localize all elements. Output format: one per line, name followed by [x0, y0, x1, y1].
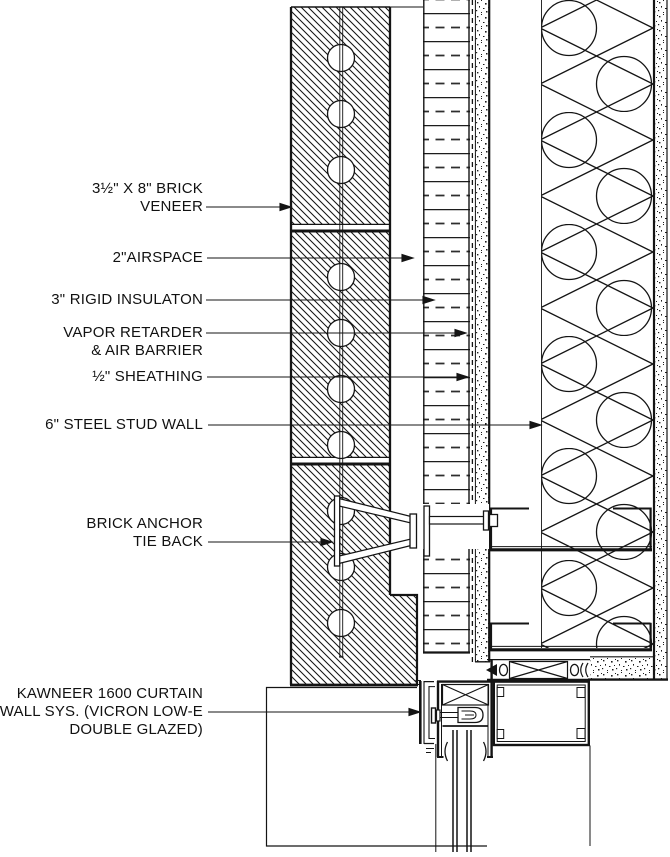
callout-line: 3" RIGID INSULATON: [51, 291, 203, 308]
callout-line: ½" SHEATHING: [92, 368, 203, 385]
curtain-wall-head: [415, 660, 590, 762]
callout-airspace: 2"AIRSPACE: [113, 249, 203, 267]
brick-anchor-tie-back: [333, 495, 499, 567]
leader-brick-anchor: [208, 537, 334, 547]
head-receptor-box: [492, 680, 590, 747]
batt-insulation: [541, 0, 653, 648]
callout-line: WALL SYS. (VICRON LOW-E: [0, 703, 203, 720]
anchor-bolt: [430, 706, 484, 724]
leader-steel-stud-wall: [208, 420, 543, 430]
callout-brick-anchor: BRICK ANCHOR TIE BACK: [86, 515, 203, 551]
leader-airspace: [207, 253, 415, 263]
sheathing-layer: [474, 0, 491, 663]
leader-lines: [206, 202, 543, 717]
leader-vapor-retarder: [206, 328, 468, 338]
callout-line: DOUBLE GLAZED): [69, 721, 203, 738]
callout-line: & AIR BARRIER: [91, 342, 203, 359]
callout-line: VENEER: [140, 198, 203, 215]
callout-steel-stud-wall: 6" STEEL STUD WALL: [45, 416, 203, 434]
callout-vapor-retarder: VAPOR RETARDER & AIR BARRIER: [63, 324, 203, 360]
callout-rigid-insulation: 3" RIGID INSULATON: [51, 291, 203, 309]
callout-sheathing: ½" SHEATHING: [92, 368, 203, 386]
callout-line: 2"AIRSPACE: [112, 249, 203, 266]
double-glazing: [435, 730, 591, 852]
leader-rigid-insulation: [206, 295, 436, 305]
leader-curtain-wall: [208, 707, 422, 717]
mullion-cover-cap: [419, 680, 435, 753]
callout-line: 3½" X 8" BRICK: [92, 180, 203, 197]
callout-brick-veneer: 3½" X 8" BRICK VENEER: [92, 180, 203, 216]
steel-stud-track-upper: [489, 507, 652, 552]
leader-brick-veneer: [206, 202, 293, 212]
leader-sheathing: [207, 372, 470, 382]
soffit-outline: [265, 686, 487, 847]
callout-line: KAWNEER 1600 CURTAIN: [16, 685, 203, 702]
callout-line: TIE BACK: [133, 533, 203, 550]
callout-line: 6" STEEL STUD WALL: [45, 416, 203, 433]
brick-veneer: [289, 6, 423, 687]
callout-curtain-wall: KAWNEER 1600 CURTAIN WALL SYS. (VICRON L…: [0, 685, 203, 739]
callout-line: VAPOR RETARDER: [63, 324, 203, 341]
interior-gypsum-board: [652, 0, 668, 679]
steel-stud-track-lower: [489, 622, 652, 652]
slab-edge-firesafing: [486, 656, 668, 682]
callout-line: BRICK ANCHOR: [86, 515, 203, 532]
